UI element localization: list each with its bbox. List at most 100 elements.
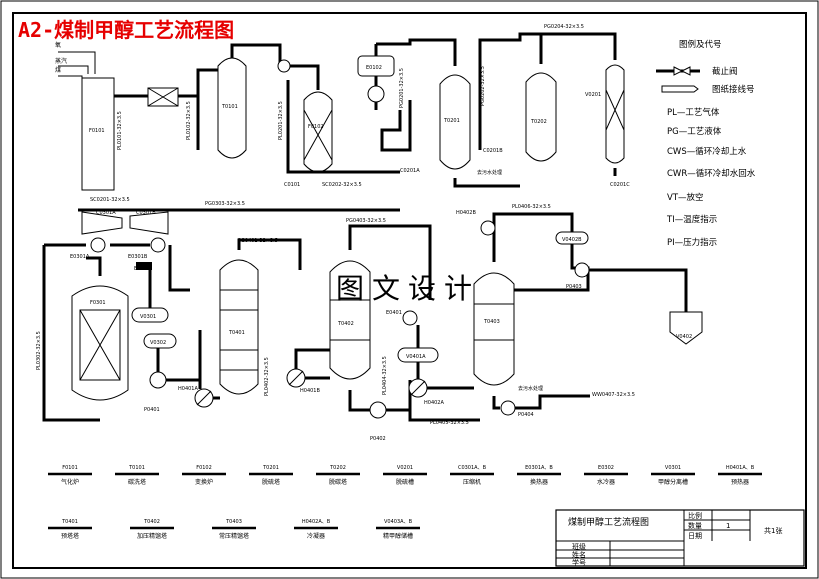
pipe-to-t0202 — [478, 32, 600, 150]
equipment-list-name: 换热器 — [530, 478, 548, 486]
tag-c0301a: C0301A — [96, 210, 116, 216]
equipment-list-name: 压缩机 — [463, 478, 481, 486]
reactor-bed-x — [79, 309, 121, 381]
title-block-grid — [556, 510, 751, 566]
compressor-c0301b — [129, 211, 169, 235]
name-label: 姓名 — [572, 550, 586, 559]
equipment-list-name: 脱硫塔 — [262, 478, 280, 486]
label-pl0402: PL0402-32×3.5 — [264, 357, 270, 396]
equipment-list-tag: C0301A、B — [458, 465, 487, 471]
h0401b-line — [288, 370, 304, 386]
tag-v0402b: V0402B — [562, 237, 582, 243]
pipe-t0201-bottom — [453, 178, 520, 188]
t0402-trays — [330, 299, 370, 341]
gasifier-f0101 — [81, 77, 115, 191]
connector-icon — [661, 85, 699, 93]
equipment-list-name: 精甲醇储槽 — [383, 532, 413, 540]
inlet-steam: 蒸汽 — [55, 57, 67, 65]
pipe-t0403-bottom — [492, 396, 500, 410]
pipe-pl0405 — [408, 410, 480, 422]
equipment-list-tag: F0102 — [196, 465, 212, 471]
label-sc0201: SC0201-32×3.5 — [90, 197, 130, 203]
equipment-list-name: 脱碳塔 — [329, 478, 347, 486]
pipe-reactor-top — [86, 256, 102, 276]
h0401a-line — [196, 390, 212, 406]
label-pl0404: PL0404-32×3.5 — [382, 356, 388, 395]
legend-item-cws: CWS—循环冷却上水 — [667, 146, 747, 157]
label-pg0403: PG0403-32×3.5 — [346, 218, 386, 224]
tag-v0401a: V0401A — [406, 354, 426, 360]
equipment-list-name: 气化炉 — [61, 478, 79, 486]
reactor-bed — [79, 309, 121, 381]
prerefining-tower-t0401 — [219, 259, 259, 395]
equipment-list-tag: V0301 — [665, 465, 681, 471]
equipment-list-tag: E0302 — [598, 465, 614, 471]
drawing-title: A2-煤制甲醇工艺流程图 — [18, 18, 234, 42]
pipe-h0401b — [294, 348, 330, 380]
equipment-list-name: 冷凝器 — [307, 532, 325, 540]
tag-t0401: T0401 — [228, 330, 245, 336]
label-ww0407: WW0407-32×3.5 — [592, 392, 635, 398]
title-block-frame — [555, 509, 805, 567]
title-block: 煤制甲醇工艺流程图 比例 数量 1 日期 共1张 班级 姓名 学号 — [555, 509, 805, 567]
pump-p0402 — [369, 401, 387, 419]
equipment-list-tag: T0202 — [329, 465, 346, 471]
legend-item-cwr: CWR—循环冷却水回水 — [667, 168, 756, 179]
inner-frame — [12, 12, 807, 569]
tag-t0101: T0101 — [221, 104, 238, 110]
t0401-trays — [220, 289, 258, 371]
section-distillation: T0401 PG0401-32×3.5 PL0402-32×3.5 H0401A… — [178, 204, 703, 442]
label-pl0102: PL0102-32×3.5 — [186, 101, 192, 140]
label-pl0405: PL0405-32×3.5 — [430, 420, 469, 426]
tag-v0302: V0302 — [150, 340, 166, 346]
inlet-lines — [58, 51, 96, 80]
tag-h0401a: H0401A — [178, 386, 198, 392]
label-pg0401: PG0401-32×3.5 — [238, 238, 278, 244]
label-pg0303: PG0303-32×3.5 — [205, 201, 245, 207]
tag-t0403: T0403 — [483, 319, 500, 325]
equipment-list: F0101气化炉T0101碳洗塔F0102变换炉T0201脱硫塔T0202脱碳塔… — [48, 465, 762, 540]
sheet-count: 共1张 — [764, 526, 782, 535]
label-pg0204: PG0204-32×3.5 — [544, 24, 584, 30]
pipe-pump-p0401 — [156, 348, 200, 382]
reactor-f0301 — [71, 285, 129, 401]
legend-item-valve: 截止阀 — [712, 66, 738, 77]
f0102-packing — [303, 109, 333, 161]
pipe-bottom-f0102 — [286, 80, 400, 174]
heat-exchanger-top — [277, 59, 291, 73]
cooler-e0102 — [367, 85, 385, 103]
equipment-list-name: 加压精馏塔 — [137, 532, 167, 540]
tag-h0402a: H0402A — [424, 400, 444, 406]
exchanger-e0401 — [402, 310, 418, 326]
pipe-separator — [148, 245, 190, 308]
legend-item-pi: PI—压力指示 — [667, 237, 717, 248]
tag-c0201b: C0201B — [483, 148, 503, 154]
tag-t0202: T0202 — [530, 119, 547, 125]
t0403-trays — [474, 303, 514, 341]
equipment-list-name: 脱硫槽 — [396, 478, 414, 486]
label-sewage-2: 去污水处理 — [518, 385, 543, 392]
tag-e0301a: E0301A — [70, 254, 90, 260]
tag-v0201: V0201 — [585, 92, 601, 98]
tag-p0404: P0404 — [518, 412, 534, 418]
pump-p0404 — [500, 400, 516, 416]
equipment-list-tag: V0201 — [397, 465, 413, 471]
h0402a-line — [410, 380, 426, 396]
exchanger-e0301b — [150, 237, 166, 253]
pipe-condenser — [416, 325, 474, 390]
drawing-name: 煤制甲醇工艺流程图 — [568, 516, 649, 528]
carbon-scrubber-t0101 — [217, 57, 247, 159]
tag-t0402: T0402 — [337, 321, 354, 327]
decarbonizer-t0202 — [525, 72, 557, 162]
equipment-list-tag: V0403A、B — [384, 519, 413, 525]
section-gasification: 氧 蒸汽 煤 F0101 PL0101-32×3.5 PL0102-32×3.5… — [55, 24, 630, 191]
tag-v0301: V0301 — [140, 314, 156, 320]
scale-label: 比例 — [688, 511, 702, 520]
pipe-pl0406 — [532, 212, 574, 232]
equipment-list-tag: E0301A、B — [525, 465, 553, 471]
qty-value: 1 — [726, 522, 730, 530]
label-pl0302: PL0302-32×3.5 — [36, 331, 42, 370]
pipe-to-f0102 — [296, 64, 320, 90]
